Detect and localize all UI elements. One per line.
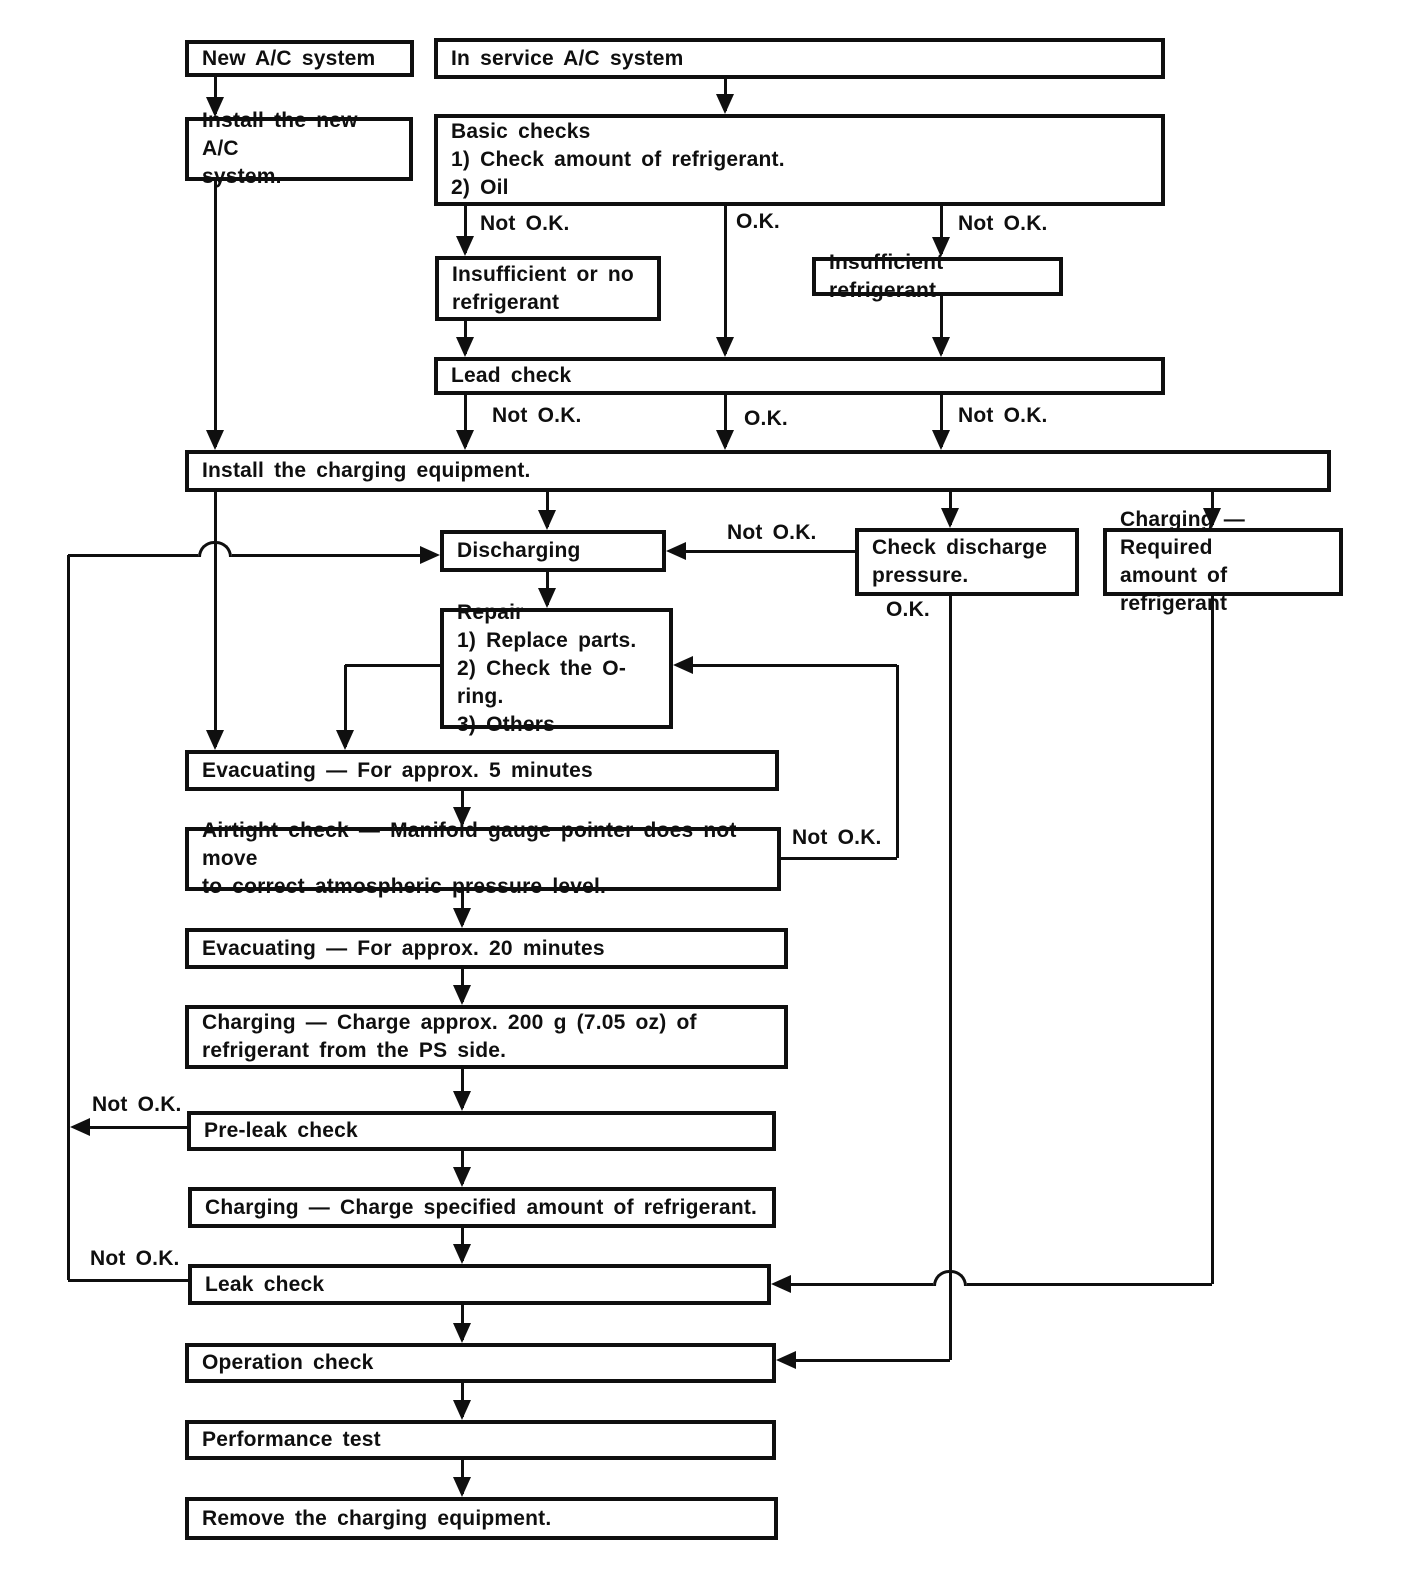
flow-line: [345, 663, 440, 667]
arrowhead-left: [70, 1118, 90, 1136]
node-charging-approx-200g: Charging — Charge approx. 200 g (7.05 oz…: [185, 1005, 788, 1069]
edge-label-not-ok-lead-left: Not O.K.: [492, 404, 582, 427]
node-insufficient-or-no-refrigerant: Insufficient or no refrigerant: [435, 256, 661, 321]
flow-line: [68, 553, 198, 557]
edge-label-ok-discharge: O.K.: [886, 598, 930, 621]
arrowhead-down: [453, 1167, 471, 1187]
edge-label-not-ok-lead-right: Not O.K.: [958, 404, 1048, 427]
node-remove-charging-equipment: Remove the charging equipment.: [185, 1497, 778, 1540]
arrowhead-right: [420, 546, 440, 564]
flow-line: [794, 1358, 950, 1362]
flow-line: [463, 395, 467, 447]
arrowhead-left: [666, 542, 686, 560]
arrowhead-down: [453, 1323, 471, 1343]
node-performance-test: Performance test: [185, 1420, 776, 1460]
flow-line: [232, 553, 424, 557]
node-leak-check: Leak check: [188, 1264, 771, 1305]
arrowhead-down: [206, 430, 224, 450]
flow-line: [723, 206, 727, 354]
arrowhead-left: [771, 1275, 791, 1293]
flow-line: [723, 395, 727, 447]
node-check-discharge-pressure: Check discharge pressure.: [855, 528, 1079, 596]
flow-line: [88, 1125, 187, 1129]
flow-line: [460, 1305, 464, 1340]
arrowhead-down: [941, 508, 959, 528]
node-pre-leak-check: Pre-leak check: [187, 1111, 776, 1151]
arrowhead-down: [1203, 508, 1221, 528]
node-charging-specified-amount: Charging — Charge specified amount of re…: [188, 1187, 776, 1228]
node-operation-check: Operation check: [185, 1343, 776, 1383]
flow-line: [895, 665, 899, 858]
flow-line: [787, 1282, 933, 1286]
arrowhead-down: [716, 337, 734, 357]
node-new-ac-system: New A/C system: [185, 40, 414, 77]
edge-label-not-ok-airtight: Not O.K.: [792, 826, 882, 849]
flow-line: [939, 206, 943, 254]
flow-line: [939, 296, 943, 354]
edge-label-not-ok-pre-leak: Not O.K.: [92, 1093, 182, 1116]
flow-line: [460, 1069, 464, 1108]
edge-label-not-ok-basic-right: Not O.K.: [958, 212, 1048, 235]
flow-line: [463, 206, 467, 253]
arrowhead-down: [453, 985, 471, 1005]
arrowhead-down: [932, 337, 950, 357]
flow-line: [213, 492, 217, 747]
node-in-service-ac-system: In service A/C system: [434, 38, 1165, 79]
node-discharging: Discharging: [440, 530, 666, 572]
arrowhead-down: [206, 730, 224, 750]
arrowhead-down: [538, 588, 556, 608]
edge-label-not-ok-leak: Not O.K.: [90, 1247, 180, 1270]
flow-line: [691, 663, 897, 667]
arrowhead-down: [932, 430, 950, 450]
flow-line: [939, 395, 943, 447]
arrowhead-down: [453, 807, 471, 827]
arrowhead-down: [456, 337, 474, 357]
node-basic-checks: Basic checks 1) Check amount of refriger…: [434, 114, 1165, 206]
arrowhead-down: [456, 236, 474, 256]
node-insufficient-refrigerant: Insufficient refrigerant: [812, 251, 1063, 302]
flow-line: [213, 76, 217, 114]
flow-line: [343, 665, 347, 747]
edge-label-not-ok-basic-left: Not O.K.: [480, 212, 570, 235]
node-airtight-check: Airtight check — Manifold gauge pointer …: [185, 819, 781, 898]
node-install-new-ac-system: Install the new A/C system.: [185, 109, 413, 188]
arrowhead-down: [453, 1244, 471, 1264]
node-evacuating-5-minutes: Evacuating — For approx. 5 minutes: [185, 750, 779, 791]
flow-line: [213, 181, 217, 447]
edge-label-not-ok-discharge: Not O.K.: [727, 521, 817, 544]
flow-line: [967, 1282, 1212, 1286]
node-charging-required-amount: Charging — Required amount of refrigeran…: [1103, 508, 1343, 615]
arrowhead-down: [453, 1477, 471, 1497]
arrowhead-down: [716, 430, 734, 450]
flow-line: [948, 596, 952, 1360]
node-evacuating-20-minutes: Evacuating — For approx. 20 minutes: [185, 928, 788, 969]
arrowhead-left: [673, 656, 693, 674]
flow-line: [68, 1278, 188, 1282]
node-lead-check: Lead check: [434, 357, 1165, 395]
arrowhead-down: [453, 1400, 471, 1420]
node-repair: Repair 1) Replace parts. 2) Check the O-…: [440, 601, 673, 736]
arrowhead-down: [716, 94, 734, 114]
edge-label-ok-lead-center: O.K.: [744, 407, 788, 430]
arrowhead-down: [932, 237, 950, 257]
node-install-charging-equipment: Install the charging equipment.: [185, 450, 1331, 492]
flow-line: [781, 856, 897, 860]
arrowhead-left: [776, 1351, 796, 1369]
arrowhead-down: [538, 510, 556, 530]
flow-line: [66, 555, 70, 1280]
arrowhead-down: [456, 430, 474, 450]
flow-line: [684, 549, 855, 553]
flow-line: [545, 492, 549, 527]
arrowhead-down: [336, 730, 354, 750]
arrowhead-down: [453, 1091, 471, 1111]
edge-label-ok-basic-center: O.K.: [736, 210, 780, 233]
arrowhead-down: [206, 97, 224, 117]
arrowhead-down: [453, 908, 471, 928]
flow-line: [1210, 596, 1214, 1284]
